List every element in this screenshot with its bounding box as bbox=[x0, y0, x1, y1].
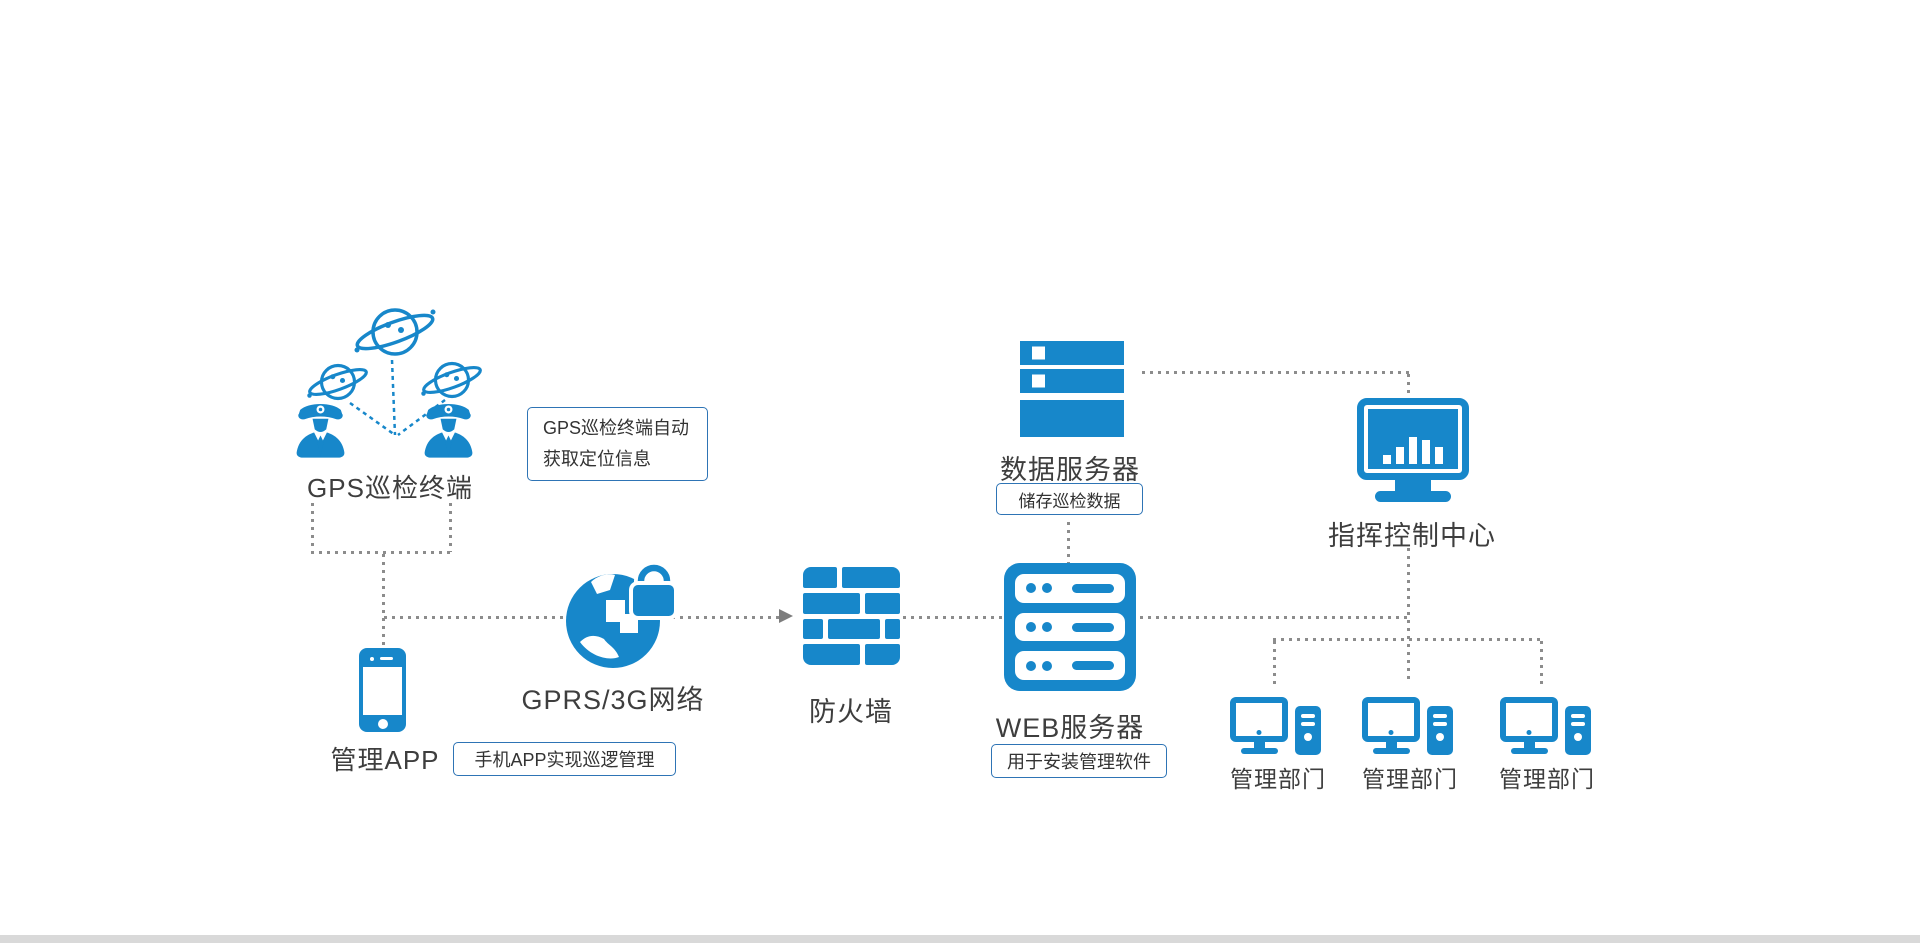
globe-lock-icon bbox=[566, 561, 678, 668]
connector-gps-to-app bbox=[382, 554, 385, 646]
monitor-bar-chart bbox=[1368, 409, 1458, 469]
connector-app-to-network bbox=[384, 616, 566, 619]
desktop-computer-icon bbox=[1362, 697, 1454, 759]
monitor-stand bbox=[1395, 479, 1431, 493]
web-server-icon bbox=[1004, 563, 1136, 691]
connector-network-to-firewall bbox=[664, 616, 779, 619]
connector-web-to-right bbox=[1140, 616, 1410, 619]
satellite-icon bbox=[307, 363, 368, 401]
connector-data-to-web bbox=[1067, 522, 1070, 564]
data-server-note-box: 储存巡检数据 bbox=[996, 483, 1143, 515]
department-label: 管理部门 bbox=[1230, 766, 1326, 792]
arrow-right-icon bbox=[779, 609, 793, 623]
phone-home-button bbox=[377, 719, 388, 729]
network-label: GPRS/3G网络 bbox=[521, 685, 705, 715]
connector-gps-right-down bbox=[449, 503, 452, 552]
gps-note-box: GPS巡检终端自动 获取定位信息 bbox=[527, 407, 708, 481]
connector-firewall-to-web bbox=[903, 616, 1002, 619]
connector-department1-drop bbox=[1273, 641, 1276, 689]
connector-department3-drop bbox=[1540, 641, 1543, 689]
desktop-computer-icon bbox=[1500, 697, 1592, 759]
data-server-label: 数据服务器 bbox=[1000, 455, 1140, 485]
command-center-label: 指挥控制中心 bbox=[1328, 521, 1496, 551]
app-label: 管理APP bbox=[330, 745, 440, 775]
connector-gps-join bbox=[311, 551, 452, 554]
connector-gps-left-down bbox=[311, 503, 314, 552]
phone-speaker bbox=[380, 657, 393, 660]
phone-screen bbox=[363, 667, 402, 715]
command-monitor-icon bbox=[1357, 398, 1469, 480]
satellite-icon bbox=[354, 308, 436, 356]
monitor-base bbox=[1375, 491, 1451, 502]
connector-command-drop bbox=[1407, 374, 1410, 398]
smartphone-icon bbox=[359, 648, 406, 732]
gps-terminal-label: GPS巡检终端 bbox=[307, 473, 473, 503]
gps-note-line2: 获取定位信息 bbox=[543, 449, 651, 469]
desktop-computer-icon bbox=[1230, 697, 1322, 759]
connector-command-to-departments bbox=[1407, 548, 1410, 684]
patrol-officer-icon bbox=[296, 403, 345, 458]
department-label: 管理部门 bbox=[1499, 766, 1595, 792]
firewall-label: 防火墙 bbox=[809, 697, 893, 727]
phone-camera-dot bbox=[370, 657, 374, 661]
app-note-box: 手机APP实现巡逻管理 bbox=[453, 742, 676, 776]
connector-data-to-command bbox=[1142, 371, 1410, 374]
web-server-note-box: 用于安装管理软件 bbox=[991, 744, 1167, 778]
web-server-label: WEB服务器 bbox=[995, 713, 1145, 743]
footer-bar bbox=[0, 935, 1920, 943]
patrol-officer-icon bbox=[424, 403, 473, 458]
gps-note-line1: GPS巡检终端自动 bbox=[543, 418, 690, 438]
department-label: 管理部门 bbox=[1362, 766, 1458, 792]
satellite-icon bbox=[421, 361, 482, 399]
connector-departments-bus bbox=[1273, 638, 1543, 641]
firewall-icon bbox=[803, 567, 900, 665]
data-server-icon bbox=[1020, 341, 1124, 437]
